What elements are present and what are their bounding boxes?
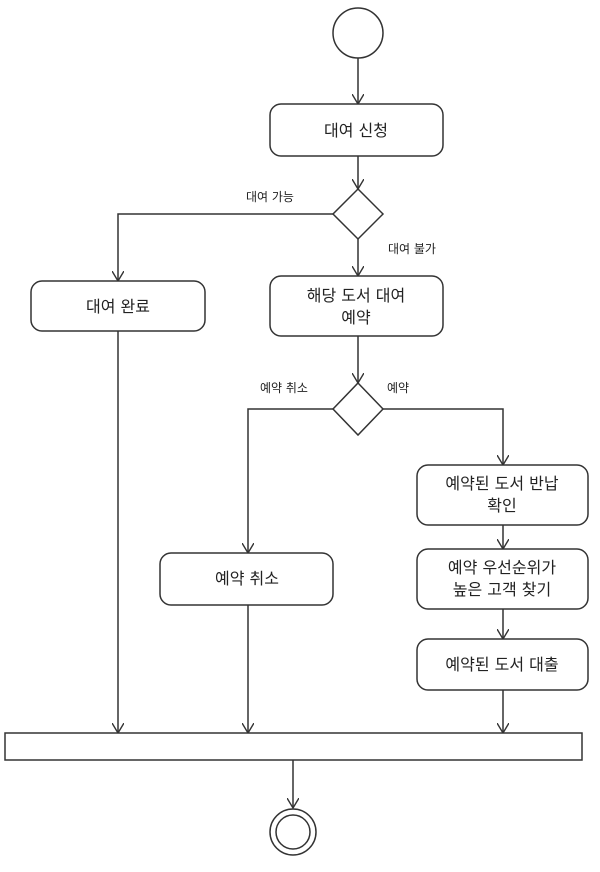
action-request-rental-label: 대여 신청: [324, 121, 388, 140]
edges: [118, 58, 503, 808]
decision-node-rental: [331, 187, 385, 241]
action-find-priority-customer-label-line-1: 예약 우선순위가: [448, 558, 556, 577]
join-bar: [4, 732, 583, 761]
action-rental-complete-label: 대여 완료: [86, 297, 150, 316]
action-reserve-book-label-line-2: 예약: [341, 308, 371, 327]
edge-labels: 대여 가능 대여 불가 예약 취소 예약: [246, 190, 436, 395]
edge-decision-2-to-cancel-reservation: [248, 408, 334, 553]
action-find-priority-customer-label-line-2: 높은 고객 찾기: [453, 580, 552, 599]
action-cancel-reservation: 예약 취소: [159, 552, 334, 606]
action-reserve-book-label-line-1: 해당 도서 대여: [307, 286, 406, 305]
final-node: [269, 808, 317, 856]
action-reserve-book: 해당 도서 대여 예약: [269, 275, 444, 337]
action-request-rental: 대여 신청: [269, 103, 444, 157]
label-rental-possible: 대여 가능: [246, 190, 294, 204]
edge-decision-1-to-rental-complete: [118, 213, 334, 281]
action-rental-complete: 대여 완료: [30, 280, 206, 332]
label-reserve: 예약: [387, 380, 409, 395]
action-confirm-return: 예약된 도서 반납 확인: [416, 464, 589, 526]
action-cancel-reservation-label: 예약 취소: [215, 569, 279, 588]
edge-decision-2-to-confirm-return: [382, 408, 503, 465]
label-cancel-reservation: 예약 취소: [260, 380, 308, 395]
label-rental-impossible: 대여 불가: [388, 242, 436, 256]
action-find-priority-customer: 예약 우선순위가 높은 고객 찾기: [416, 548, 589, 610]
initial-node: [332, 7, 384, 59]
action-lend-reserved-book: 예약된 도서 대출: [416, 638, 589, 691]
action-lend-reserved-book-label: 예약된 도서 대출: [445, 655, 558, 674]
action-confirm-return-label-line-2: 확인: [487, 496, 516, 515]
decision-node-reservation: [331, 381, 385, 437]
action-confirm-return-label-line-1: 예약된 도서 반납: [445, 474, 558, 493]
